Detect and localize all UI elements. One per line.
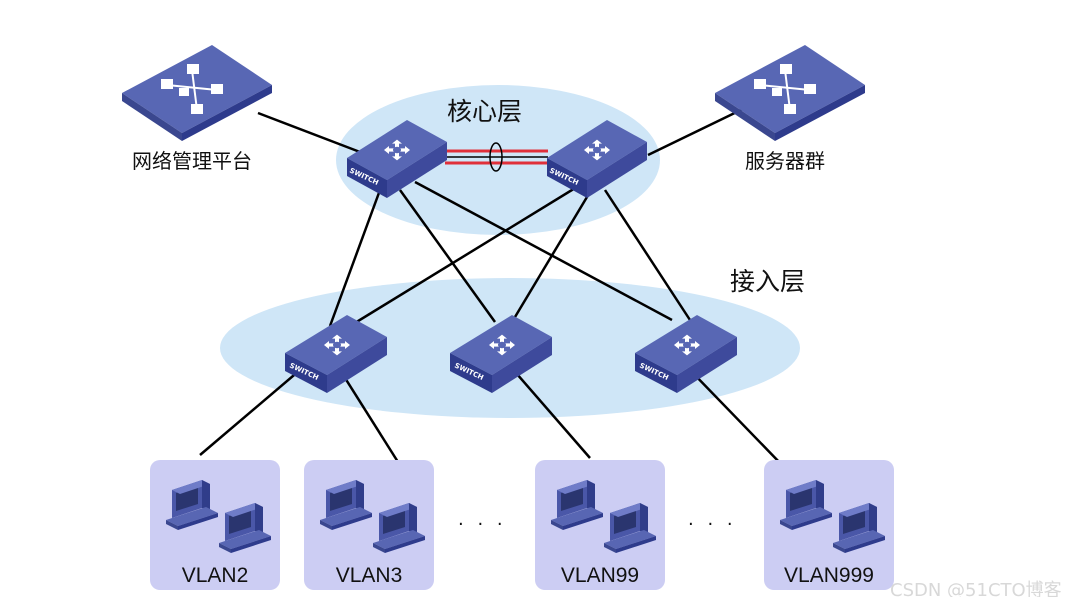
vlan-label: VLAN3 (336, 564, 403, 587)
link-access1-vlan3 (338, 369, 400, 463)
link-mgmt-core1 (257, 111, 361, 154)
vlan-box-vlan99: VLAN99 (535, 460, 665, 590)
vlan-box-vlan2: VLAN2 (150, 460, 280, 590)
link-core1-access1 (328, 189, 382, 327)
node-label-server-group: 服务器群 (745, 149, 825, 173)
access-switch-3: SWITCH (635, 315, 737, 393)
link-access2-vlan99 (509, 365, 591, 459)
watermark: CSDN @51CTO博客 (890, 580, 1062, 597)
link-core1-access3 (414, 180, 673, 322)
core-layer-ellipse (336, 85, 660, 235)
network-management-platform-icon (122, 45, 272, 141)
ellipsis-dots-1: · · · (458, 514, 507, 535)
link-access1-vlan2 (199, 369, 301, 456)
vlan-label: VLAN2 (182, 564, 249, 587)
vlan-label: VLAN99 (561, 564, 639, 587)
vlan-box-vlan3: VLAN3 (304, 460, 434, 590)
link-core2-access2 (510, 191, 592, 323)
link-core2-access3 (603, 189, 692, 321)
core-switch-left: SWITCH (347, 120, 447, 198)
link-access3-vlan999 (689, 369, 783, 466)
link-core1-access2 (398, 189, 497, 323)
server-group-icon (715, 45, 865, 141)
ellipsis-dots-2: · · · (688, 514, 737, 535)
access-switch-2: SWITCH (450, 315, 552, 393)
link-core2-servers (647, 106, 746, 157)
access-layer-label: 接入层 (730, 267, 805, 296)
link-core2-access1 (349, 180, 586, 328)
links (199, 106, 783, 466)
core-layer-label: 核心层 (447, 97, 522, 126)
core-trunk-link (445, 142, 548, 172)
vlan-label: VLAN999 (784, 564, 874, 587)
node-label-management-platform: 网络管理平台 (132, 149, 252, 173)
vlan-box-vlan999: VLAN999 (764, 460, 894, 590)
